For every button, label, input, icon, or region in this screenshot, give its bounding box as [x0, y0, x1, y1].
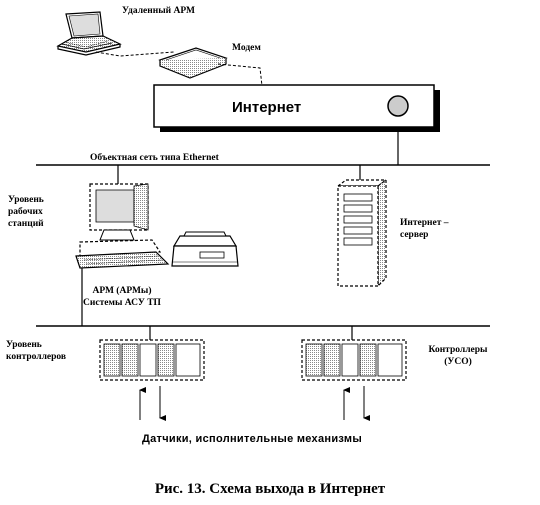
internet-cloud-box [153, 84, 440, 132]
sensors-label: Датчики, исполнительные механизмы [142, 433, 362, 445]
modem-icon [158, 47, 228, 79]
arm-label-2: Системы АСУ ТП [83, 298, 162, 308]
workstation-level-label-2: рабочих [8, 206, 43, 217]
controller-level-label-2: контроллеров [6, 352, 66, 362]
internet-server-label-1: Интернет – [400, 218, 449, 228]
remote-laptop-icon [56, 11, 122, 56]
modem-label: Модем [232, 43, 261, 53]
figure-caption: Рис. 13. Схема выхода в Интернет [155, 481, 386, 497]
controller-rack-icon [99, 339, 205, 381]
controller-rack-icon [301, 339, 407, 381]
workstation-computer-icon [75, 183, 170, 269]
internet-label: Интернет [232, 99, 301, 116]
modem-internet-link [217, 63, 263, 87]
ethernet-label: Объектная сеть типа Ethernet [90, 152, 220, 163]
printer-icon [171, 231, 239, 267]
remote-arm-label: Удаленный АРМ [122, 5, 195, 16]
laptop-modem-link [95, 51, 175, 57]
controllers-label-1: Контроллеры [429, 345, 488, 355]
workstation-level-label-1: Уровень [8, 195, 44, 205]
server-tower-icon [336, 178, 388, 288]
arm-label-1: АРМ (АРМы) [92, 285, 151, 296]
controller-level-label-1: Уровень [6, 340, 42, 350]
internet-server-label-2: сервер [400, 230, 428, 240]
workstation-level-label-3: станций [8, 218, 44, 229]
globe-icon [387, 95, 409, 117]
controllers-label-2: (УСО) [444, 356, 472, 367]
